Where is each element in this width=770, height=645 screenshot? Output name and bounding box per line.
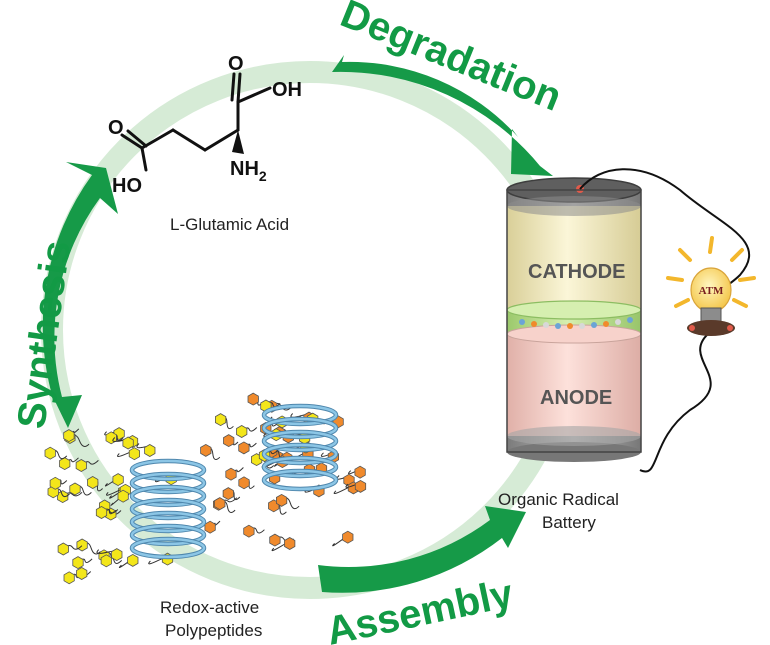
- orange-side-group: [200, 443, 212, 457]
- yellow-side-group: [75, 459, 87, 472]
- bulb-logo: ATM: [699, 285, 724, 297]
- yellow-side-group: [95, 506, 108, 519]
- yellow-side-group: [128, 447, 141, 461]
- yellow-side-group: [236, 425, 248, 438]
- yellow-side-group: [144, 444, 156, 457]
- yellow-side-group: [76, 567, 88, 580]
- separator-particles: [519, 317, 633, 329]
- orange-side-group: [225, 467, 237, 481]
- yellow-side-group: [76, 538, 88, 552]
- top-hydroxyl-group: OH: [272, 79, 302, 101]
- amine-group: NH2: [230, 158, 267, 184]
- yellow-side-group: [57, 542, 69, 556]
- lightbulb-icon: ATM: [666, 236, 756, 336]
- polymer-caption-line2: Polypeptides: [165, 621, 262, 640]
- wire-bottom: [639, 333, 712, 473]
- battery-caption-line1: Organic Radical: [498, 490, 619, 509]
- yellow-side-group: [100, 554, 112, 568]
- redox-active-polypeptides: [44, 392, 367, 585]
- orange-side-group: [275, 493, 288, 507]
- helix-coil-left: [130, 472, 206, 494]
- helix-coil-right: [262, 404, 338, 426]
- synthesis-arrow: [42, 162, 119, 428]
- side-hydroxyl-group: HO: [112, 175, 142, 197]
- helix-coil-right: [262, 469, 338, 491]
- orange-side-group: [204, 520, 216, 534]
- top-carbonyl-oxygen: O: [228, 53, 244, 75]
- yellow-side-group: [87, 476, 99, 489]
- degradation-arrow: [332, 55, 553, 176]
- yellow-side-group: [63, 429, 75, 443]
- yellow-side-group: [111, 548, 123, 562]
- assembly-arrow: [318, 506, 526, 593]
- helix-coil-left: [130, 537, 206, 559]
- orange-side-group: [342, 530, 354, 544]
- helix-coil-right: [262, 417, 338, 439]
- yellow-side-group: [59, 457, 71, 471]
- yellow-side-group: [69, 482, 81, 496]
- organic-radical-battery: [506, 177, 642, 462]
- helix-coil-right: [262, 443, 338, 465]
- orange-side-group: [214, 497, 226, 511]
- helix-coil-left: [130, 498, 206, 520]
- orange-side-group: [238, 476, 250, 490]
- battery-caption-line2: Battery: [542, 513, 596, 532]
- yellow-side-group: [105, 431, 117, 445]
- yellow-side-group: [44, 446, 56, 460]
- yellow-side-group: [214, 413, 227, 427]
- helix-coil-left: [130, 459, 206, 481]
- orange-side-group: [247, 392, 259, 406]
- yellow-side-group: [112, 473, 124, 487]
- glutamic-acid-structure: [120, 72, 272, 172]
- anode-label: ANODE: [540, 387, 612, 409]
- orange-side-group: [243, 524, 255, 538]
- helix-coil-left: [130, 485, 206, 507]
- molecule-caption: L-Glutamic Acid: [170, 215, 289, 234]
- helix-coil-right: [262, 430, 338, 452]
- orange-side-group: [354, 465, 366, 479]
- yellow-side-group: [127, 553, 139, 567]
- helix-coil-left: [130, 511, 206, 533]
- helix-coil-right: [262, 456, 338, 478]
- cathode-label: CATHODE: [528, 261, 625, 283]
- helix-coil-left: [130, 524, 206, 546]
- yellow-side-group: [72, 556, 84, 570]
- yellow-side-group: [122, 436, 134, 450]
- orange-side-group: [222, 487, 234, 501]
- orange-side-group: [269, 533, 281, 547]
- yellow-side-group: [117, 489, 129, 503]
- orange-side-group: [354, 479, 367, 493]
- orange-side-group: [238, 441, 250, 455]
- side-carbonyl-oxygen: O: [108, 117, 124, 139]
- yellow-side-group: [63, 571, 75, 585]
- polymer-caption-line1: Redox-active: [160, 598, 259, 617]
- orange-side-group: [284, 537, 296, 550]
- orange-side-group: [223, 434, 235, 448]
- yellow-side-group: [49, 476, 61, 490]
